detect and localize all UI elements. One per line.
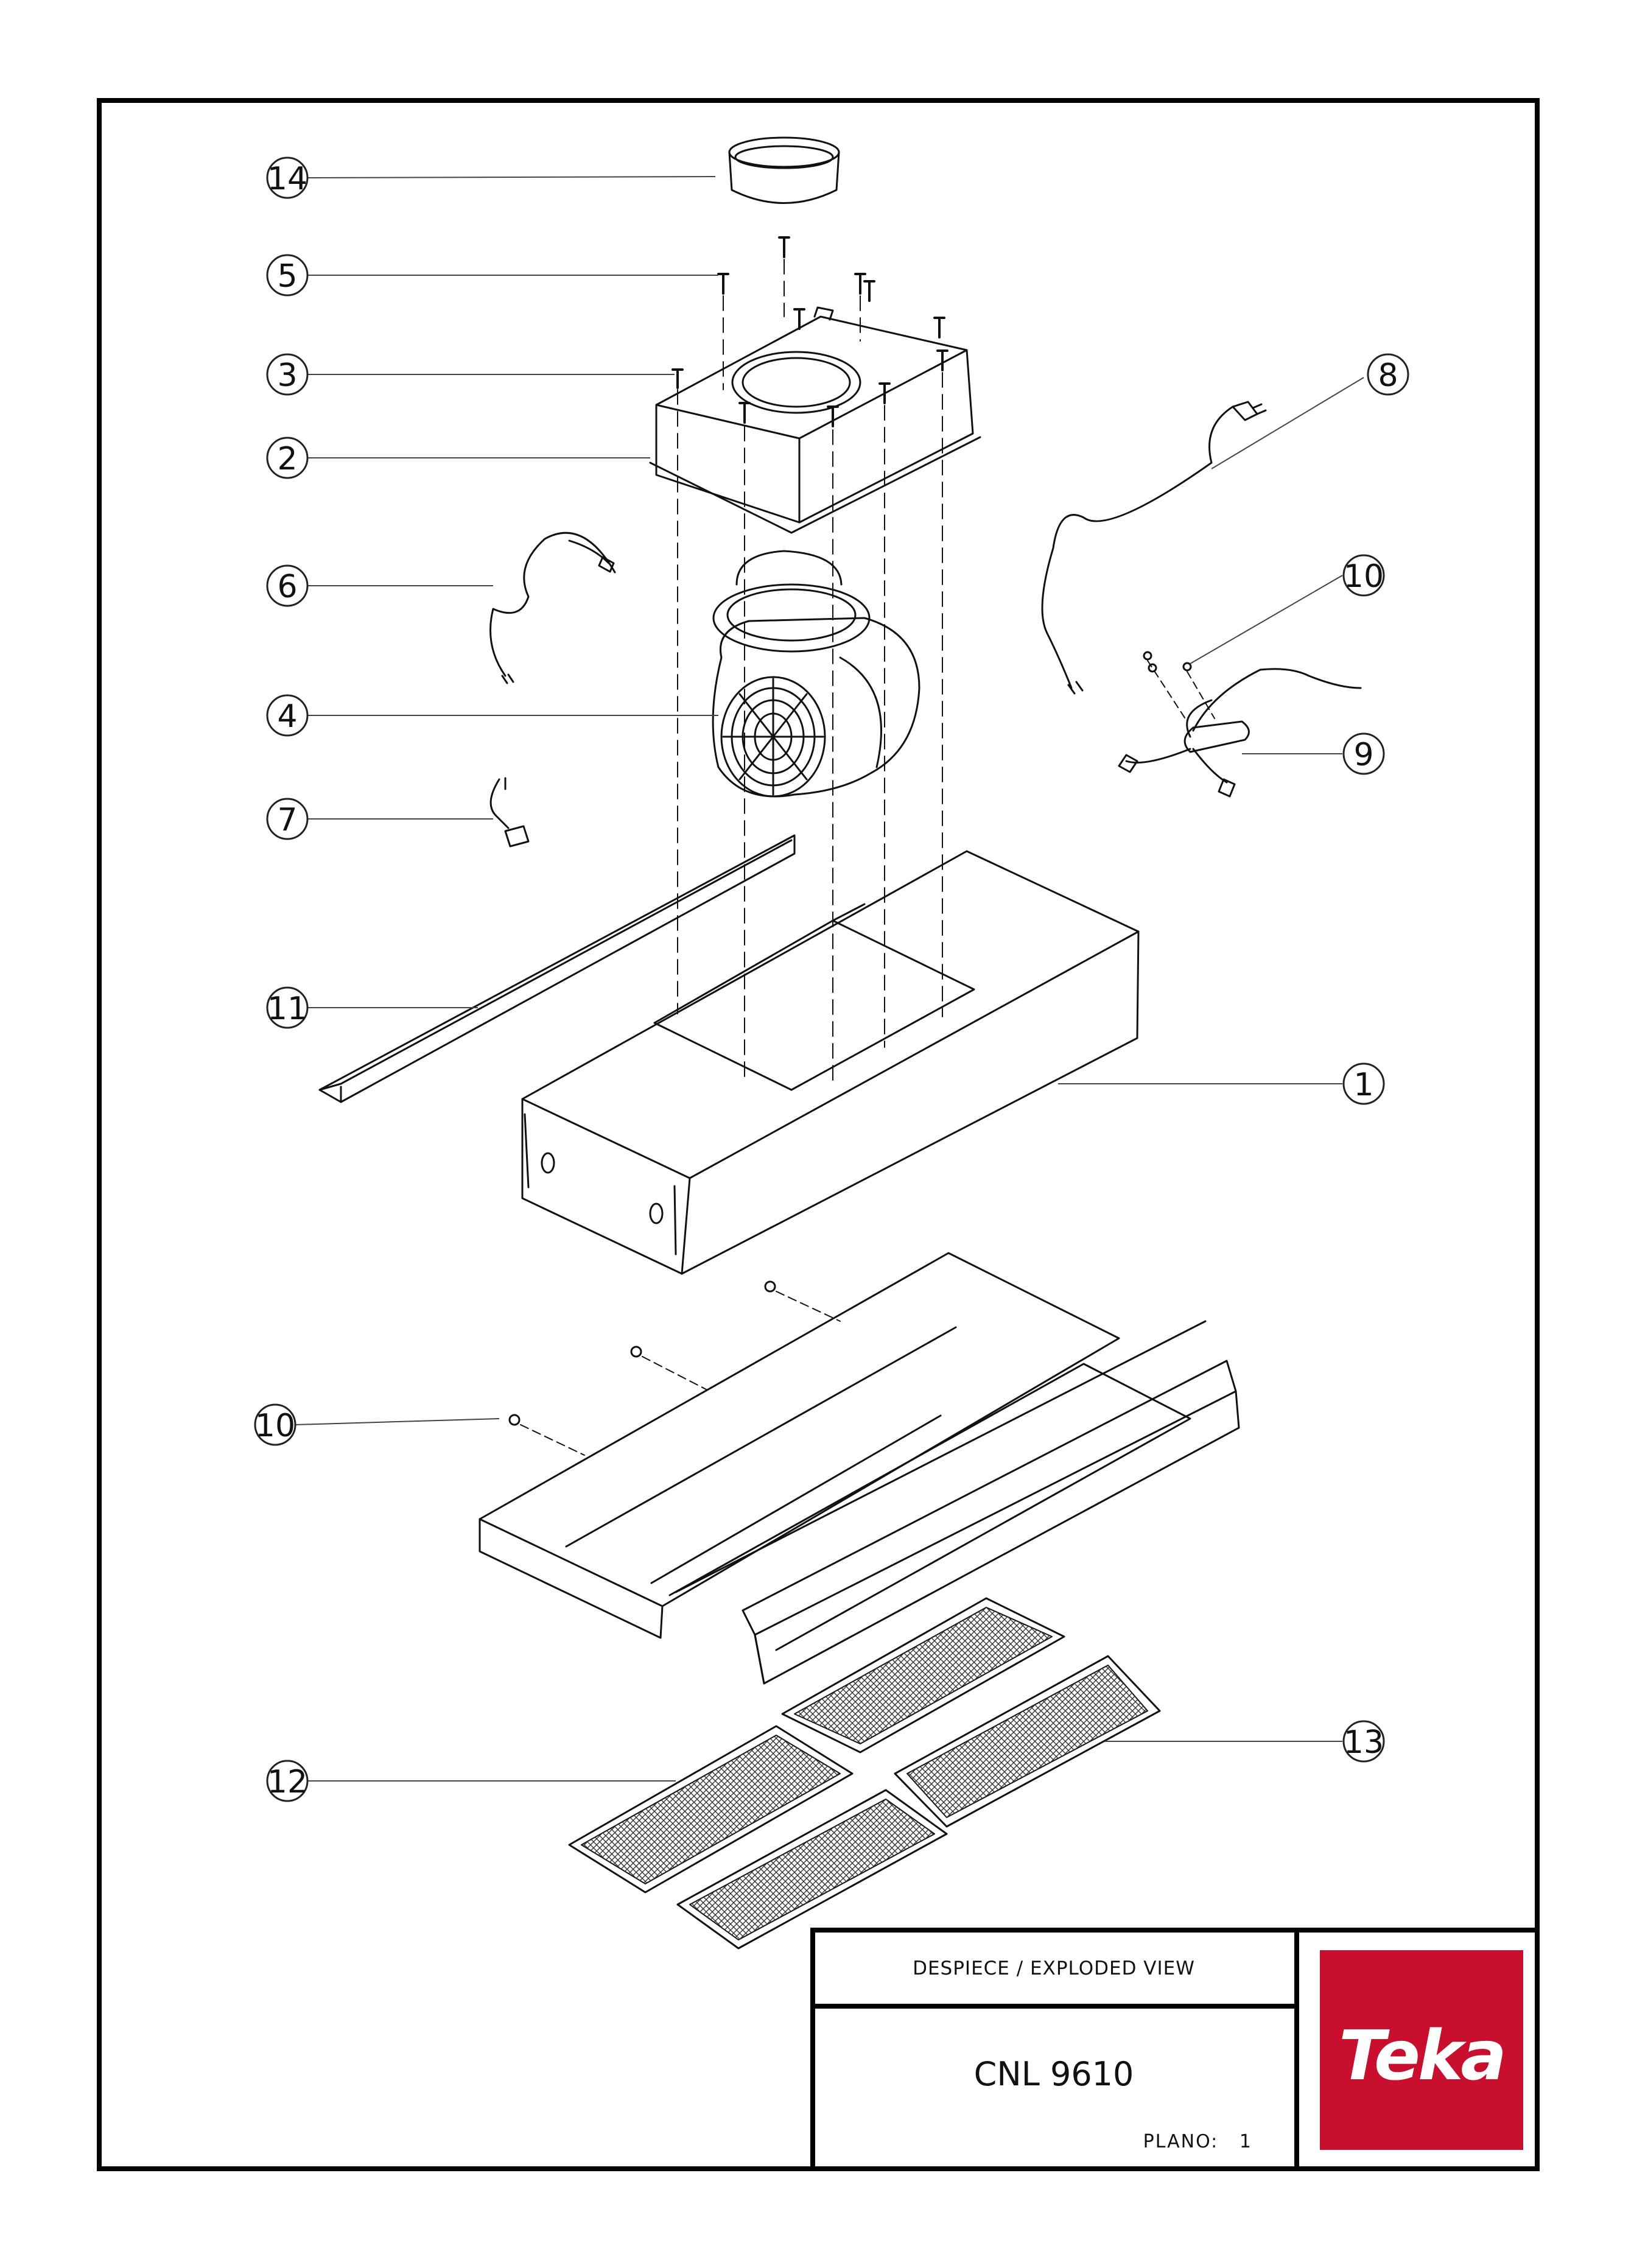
callout-11	[266, 986, 309, 1029]
connector-cable-part	[489, 777, 530, 848]
wiring-harness-part	[489, 532, 616, 684]
callout-14	[266, 156, 309, 199]
teka-logo: Teka	[1320, 1950, 1523, 2150]
drawing-title: DESPIECE / EXPLODED VIEW	[913, 1957, 1195, 1979]
callout-label-5: 5	[277, 258, 297, 295]
callout-labels: 14 5 3 2 6 4 7 11 8 10 9 1 10 13 12	[255, 161, 1398, 1800]
callout-13	[1342, 1720, 1385, 1763]
callout-3	[266, 353, 309, 396]
switch-harness-part	[1118, 668, 1362, 798]
callout-8	[1367, 353, 1409, 396]
fan-motor-part	[712, 550, 920, 798]
callout-label-14: 14	[267, 161, 307, 197]
sheet-value: 1	[1239, 2131, 1252, 2152]
callout-10a	[1342, 554, 1385, 597]
callout-label-1: 1	[1353, 1067, 1373, 1103]
callout-leaders	[295, 176, 1364, 1782]
callout-label-13: 13	[1344, 1724, 1384, 1761]
callout-label-12: 12	[267, 1764, 307, 1800]
callout-label-3: 3	[277, 357, 297, 394]
title-block: DESPIECE / EXPLODED VIEW CNL 9610 PLANO:…	[813, 1930, 1535, 2168]
screws-part	[671, 236, 948, 427]
callout-label-2: 2	[277, 441, 297, 477]
callout-label-11: 11	[267, 991, 307, 1027]
drawing-frame	[97, 98, 1540, 2171]
callout-label-10a: 10	[1344, 558, 1384, 595]
callout-7	[266, 798, 309, 840]
angle-profile-part	[318, 834, 796, 1103]
power-cable-part	[1041, 401, 1267, 695]
model-name: CNL 9610	[973, 2055, 1134, 2093]
callout-label-6: 6	[277, 569, 297, 605]
callout-6	[266, 564, 309, 607]
callout-12	[266, 1760, 309, 1802]
callout-label-4: 4	[277, 698, 297, 735]
mounting-box-part	[649, 306, 981, 534]
assembly-guide-lines	[677, 259, 943, 1081]
callout-bubbles	[254, 156, 1409, 1802]
callout-4	[266, 694, 309, 737]
grease-filters-part	[568, 1597, 1161, 1950]
sheet-label: PLANO:	[1143, 2131, 1219, 2152]
callout-9	[1342, 732, 1385, 775]
callout-label-9: 9	[1353, 737, 1373, 773]
callout-2	[266, 437, 309, 479]
model-cell: CNL 9610 PLANO: 1	[813, 2006, 1295, 2164]
callout-label-10b: 10	[255, 1408, 295, 1444]
sheet-number: PLANO: 1	[1143, 2131, 1252, 2152]
lower-frame-part	[479, 1252, 1240, 1685]
nuts-part	[508, 1280, 841, 1456]
small-screws-part	[1143, 651, 1215, 722]
callout-1	[1342, 1062, 1385, 1105]
callout-5	[266, 254, 309, 297]
callout-label-8: 8	[1378, 357, 1398, 394]
teka-logo-text: Teka	[1339, 2017, 1507, 2096]
title-block-frame	[810, 1928, 1537, 2169]
callout-10b	[254, 1403, 296, 1446]
filter-mesh	[581, 1607, 1148, 1940]
callout-label-7: 7	[277, 802, 297, 838]
hood-body-part	[521, 850, 1140, 1275]
duct-ring-part	[728, 136, 840, 204]
